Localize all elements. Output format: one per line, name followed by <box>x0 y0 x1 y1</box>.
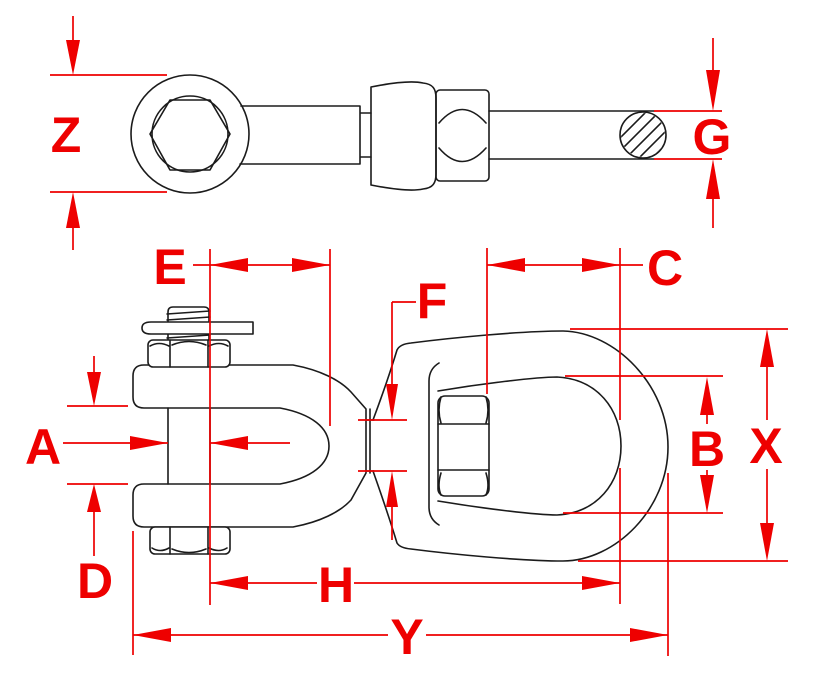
bolt-shank <box>167 407 211 485</box>
swivel-flange <box>428 362 440 526</box>
dimension-g: G <box>654 38 731 228</box>
dimension-c: C <box>486 240 683 604</box>
pin-hex-nut-chamfers <box>438 108 487 163</box>
jaw-body <box>132 364 367 528</box>
dimension-label-g: G <box>693 109 732 165</box>
eye-outer-circle <box>130 74 250 194</box>
dimension-label-e: E <box>153 239 186 295</box>
dimension-label-h: H <box>318 557 354 613</box>
pin-shank <box>488 110 655 160</box>
eye-inner-circle <box>151 95 229 173</box>
dimension-h: H <box>210 557 620 613</box>
dimension-label-f: F <box>417 273 448 329</box>
dimension-label-x: X <box>749 418 782 474</box>
pin-hex-nut-side <box>435 89 490 182</box>
dimension-z: Z <box>50 16 167 250</box>
pin-end-circle <box>619 111 667 159</box>
bolt-threaded-stud <box>167 306 210 342</box>
dimension-label-a: A <box>25 419 61 475</box>
swivel-stem <box>239 105 372 165</box>
dimension-label-c: C <box>647 240 683 296</box>
eye-hex-nut-facets <box>437 423 490 471</box>
dimension-label-d: D <box>77 553 113 609</box>
bolt-thread-lines <box>166 310 211 339</box>
dimension-label-z: Z <box>51 107 82 163</box>
eye-body-outline <box>372 330 669 562</box>
dimension-label-b: B <box>689 421 725 477</box>
swivel-bell-body <box>370 81 437 191</box>
dimension-y: Y <box>132 473 669 665</box>
dimension-b: B <box>563 375 725 514</box>
dimension-e: E <box>153 239 331 605</box>
bolt-lower-nut-facets <box>169 526 209 555</box>
dimension-label-y: Y <box>390 609 423 665</box>
pin-end-hatching <box>621 113 665 157</box>
dimension-a: A <box>25 419 290 475</box>
eye-hex-nut-chamfers <box>438 396 489 496</box>
cotter-bar-pin <box>141 321 254 335</box>
eye-hex-nut <box>437 395 490 497</box>
dimension-x: X <box>570 328 788 562</box>
dimension-f: F <box>358 273 447 540</box>
bolt-upper-nut-facets <box>169 339 209 368</box>
side-profile-view <box>130 74 667 194</box>
eye-inner-opening <box>437 376 622 516</box>
dimension-d: D <box>67 356 128 609</box>
hex-nut-through-eye <box>149 99 231 171</box>
front-view <box>132 306 669 562</box>
